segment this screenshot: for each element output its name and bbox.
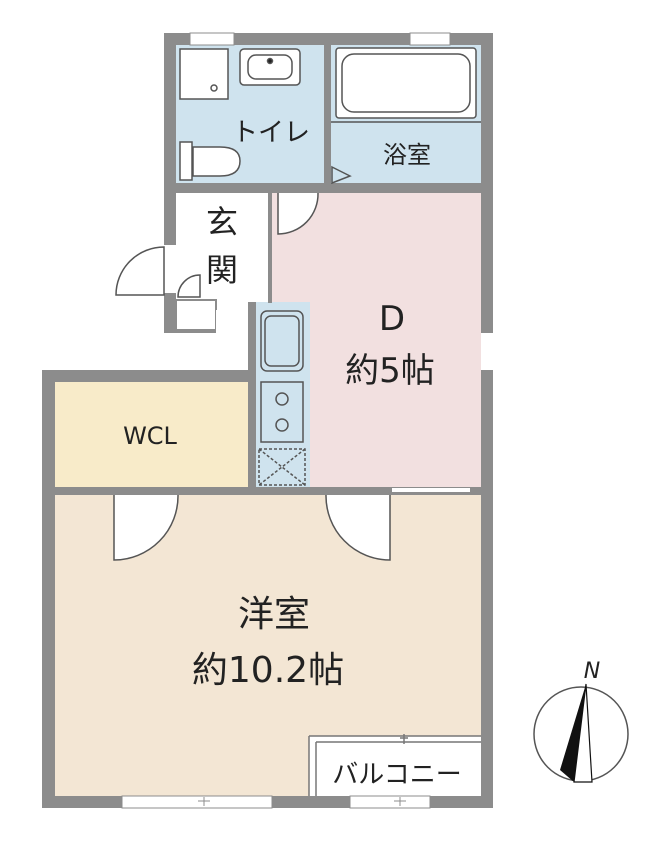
kitchen-notch xyxy=(216,310,248,370)
entrance-label-top: 玄 xyxy=(206,203,238,241)
window-marks xyxy=(198,797,406,806)
balcony-label: バルコニー xyxy=(332,760,461,790)
toilet-label: トイレ xyxy=(232,118,310,148)
compass-needle-dark xyxy=(560,684,586,782)
toilet-bowl xyxy=(192,146,241,177)
toilet-tank xyxy=(179,141,193,181)
western-size-label: 約10.2帖 xyxy=(192,650,344,691)
entrance-label-bottom: 関 xyxy=(206,251,238,289)
dining-size-label: 約5帖 xyxy=(345,351,435,391)
toilet-fixtures xyxy=(179,48,301,181)
entrance-door-gap xyxy=(164,245,176,293)
compass: N xyxy=(533,659,629,783)
dining-label: D xyxy=(379,299,405,339)
wcl-room xyxy=(55,382,248,488)
balcony-rails xyxy=(308,734,481,796)
entrance-lower-notch xyxy=(175,299,217,331)
interior-walls xyxy=(48,45,481,495)
stove xyxy=(260,381,304,443)
entrance-door-swing xyxy=(115,246,165,296)
compass-needle-light xyxy=(573,683,593,783)
toilet-door-swing xyxy=(277,192,319,235)
balcony-area xyxy=(309,736,481,796)
windows xyxy=(121,32,451,809)
bath-fixtures xyxy=(331,47,481,185)
western-label: 洋室 xyxy=(238,594,310,635)
dining-door-swing xyxy=(325,494,391,561)
kitchen-counter xyxy=(254,302,310,488)
sink xyxy=(260,310,304,372)
wcl-label: WCL xyxy=(123,422,177,450)
compass-north-label: N xyxy=(584,659,600,684)
toilet-cabinet xyxy=(179,48,229,100)
wcl-door-swing xyxy=(113,494,179,561)
doors xyxy=(113,192,470,561)
bath-label: 浴室 xyxy=(383,141,431,169)
wash-basin xyxy=(239,48,301,86)
kitchen-fixtures xyxy=(258,310,306,486)
fridge-space xyxy=(258,448,306,486)
bathtub xyxy=(335,47,477,119)
entrance-inner-swing xyxy=(177,274,201,298)
